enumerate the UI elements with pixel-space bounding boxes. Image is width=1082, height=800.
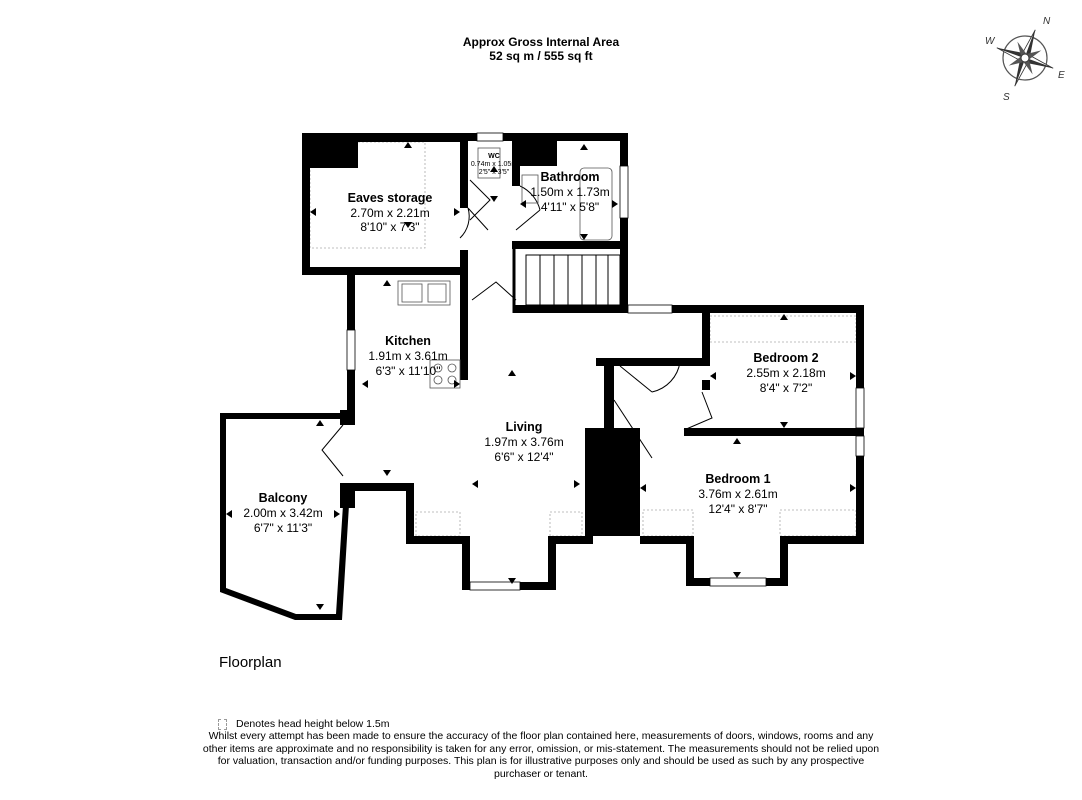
compass-n: N bbox=[1043, 16, 1051, 27]
room-eaves-imperial: 8'10" x 7'3" bbox=[360, 220, 419, 234]
room-bedroom1-name: Bedroom 1 bbox=[705, 472, 770, 486]
sink-icon bbox=[397, 280, 451, 306]
room-bathroom-imperial: 4'11" x 5'8" bbox=[541, 200, 599, 214]
room-balcony-name: Balcony bbox=[259, 491, 308, 505]
room-kitchen-imperial: 6'3" x 11'10" bbox=[376, 364, 441, 378]
plan-header: Approx Gross Internal Area 52 sq m / 555… bbox=[0, 35, 1082, 63]
room-living-name: Living bbox=[506, 420, 543, 434]
toilet-icon bbox=[477, 147, 501, 179]
room-bedroom2-metric: 2.55m x 2.18m bbox=[746, 366, 825, 380]
area-title: Approx Gross Internal Area bbox=[462, 35, 620, 49]
room-living-imperial: 6'6" x 12'4" bbox=[494, 450, 553, 464]
basin-icon bbox=[521, 174, 539, 204]
hob-icon bbox=[429, 359, 461, 389]
room-eaves-metric: 2.70m x 2.21m bbox=[350, 206, 429, 220]
room-kitchen-metric: 1.91m x 3.61m bbox=[368, 349, 447, 363]
floor-title: Floorplan bbox=[219, 654, 282, 671]
room-bedroom1-metric: 3.76m x 2.61m bbox=[698, 487, 777, 501]
room-wc-metric: 0.74m x 1.05m bbox=[471, 161, 517, 168]
room-bedroom2-name: Bedroom 2 bbox=[753, 351, 818, 365]
room-bathroom-name: Bathroom bbox=[540, 170, 599, 184]
room-wc-name: WC bbox=[488, 153, 500, 160]
disclaimer: Whilst every attempt has been made to en… bbox=[202, 730, 880, 780]
room-bedroom1-imperial: 12'4" x 8'7" bbox=[708, 502, 767, 516]
room-balcony-metric: 2.00m x 3.42m bbox=[243, 506, 322, 520]
room-balcony-imperial: 6'7" x 11'3" bbox=[254, 521, 312, 535]
room-kitchen-name: Kitchen bbox=[385, 334, 431, 348]
compass-w: W bbox=[985, 36, 996, 47]
room-living-metric: 1.97m x 3.76m bbox=[484, 435, 563, 449]
room-bedroom2-imperial: 8'4" x 7'2" bbox=[760, 381, 812, 395]
compass-e: E bbox=[1058, 70, 1065, 81]
area-value: 52 sq m / 555 sq ft bbox=[489, 49, 593, 63]
legend: Denotes head height below 1.5m bbox=[218, 718, 390, 730]
compass-s: S bbox=[1003, 92, 1010, 103]
door-swings bbox=[321, 179, 713, 477]
room-wc-imperial: 2'5" x 3'5" bbox=[479, 169, 510, 176]
stairs bbox=[512, 249, 621, 313]
dashed-swatch-icon bbox=[218, 718, 227, 730]
windows bbox=[346, 132, 865, 591]
room-bathroom-metric: 1.50m x 1.73m bbox=[530, 185, 609, 199]
room-labels: Eaves storage 2.70m x 2.21m 8'10" x 7'3"… bbox=[243, 153, 825, 535]
room-eaves-name: Eaves storage bbox=[348, 191, 433, 205]
legend-text: Denotes head height below 1.5m bbox=[236, 718, 390, 730]
measurement-arrows bbox=[226, 142, 856, 610]
compass-icon: N E S W bbox=[985, 16, 1065, 103]
